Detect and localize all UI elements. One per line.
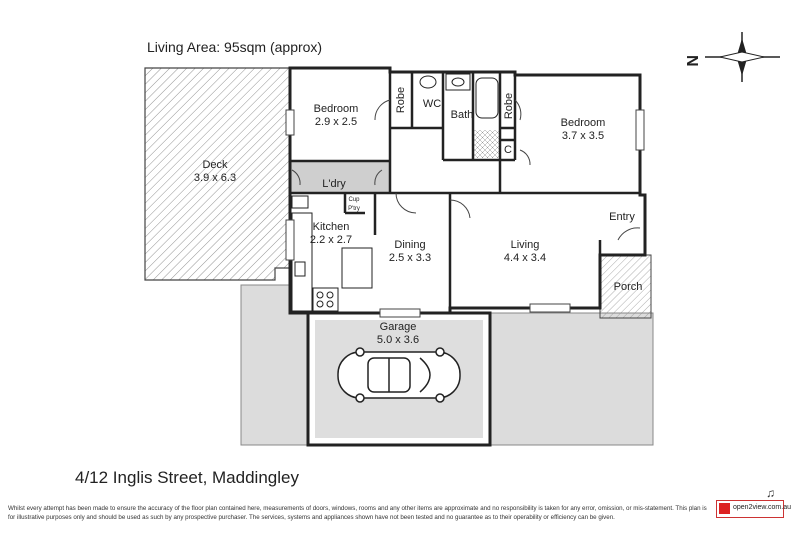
living-name: Living (511, 239, 540, 251)
kitchen-dims: 2.2 x 2.7 (310, 234, 352, 246)
dining-name: Dining (394, 239, 425, 251)
logo-text: open2view.com.au (733, 504, 791, 511)
deck-dims: 3.9 x 6.3 (194, 172, 236, 184)
logo-figure-icon: ♫ (766, 486, 775, 500)
cup-label: Cup (348, 197, 360, 203)
shower-area (473, 130, 501, 158)
bedroom2-name: Bedroom (561, 117, 606, 129)
living-area-label: Living Area: 95sqm (approx) (147, 39, 323, 55)
interior-walls (290, 72, 640, 308)
compass-north-label: N (683, 55, 700, 67)
entry-label: Entry (609, 211, 635, 223)
deck-name: Deck (202, 159, 228, 171)
bedroom2-dims: 3.7 x 3.5 (562, 130, 604, 142)
car-icon (337, 347, 461, 403)
robe2-label: Robe (503, 93, 515, 119)
garage-dims: 5.0 x 3.6 (377, 334, 419, 346)
dining-dims: 2.5 x 3.3 (389, 252, 431, 264)
bedroom1-name: Bedroom (314, 103, 359, 115)
pantry-label: P'try (348, 206, 360, 212)
laundry-area (290, 161, 390, 193)
windows (285, 109, 645, 318)
laundry-label: L'dry (322, 178, 346, 190)
door-swings (291, 99, 641, 241)
kitchen-name: Kitchen (313, 221, 350, 233)
bedroom1-dims: 2.9 x 2.5 (315, 116, 357, 128)
compass-icon (705, 32, 780, 82)
living-dims: 4.4 x 3.4 (504, 252, 546, 264)
wc-label: WC (423, 98, 441, 110)
outer-walls (288, 66, 647, 315)
garage-name: Garage (380, 321, 417, 333)
bath-fixtures (291, 73, 499, 209)
disclaimer-text: Whilst every attempt has been made to en… (8, 505, 707, 521)
logo-icon (719, 503, 730, 514)
robe1-label: Robe (395, 87, 407, 113)
open2view-logo[interactable]: open2view.com.au (716, 500, 791, 518)
property-address: 4/12 Inglis Street, Maddingley (75, 468, 299, 487)
cupboard-label: C (504, 144, 512, 156)
right-paving (489, 312, 654, 446)
kitchen-bench (291, 212, 373, 312)
bath-label: Bath (451, 109, 474, 121)
porch-label: Porch (614, 281, 643, 293)
